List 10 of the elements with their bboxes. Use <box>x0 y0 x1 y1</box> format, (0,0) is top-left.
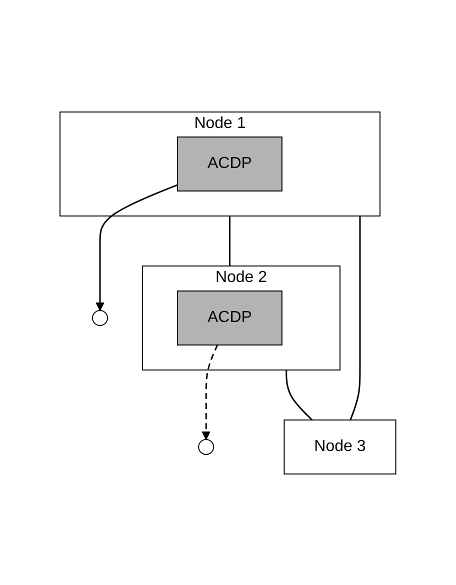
arrow <box>202 344 218 440</box>
connector <box>350 216 361 420</box>
node-ellipse <box>92 310 108 326</box>
node-ellipse <box>198 438 214 454</box>
node-box: ACDP <box>177 290 283 345</box>
connector <box>286 370 313 420</box>
node-box: ACDP <box>177 136 283 191</box>
connector <box>229 216 231 266</box>
node-box: Node 3 <box>284 418 396 474</box>
arrow <box>96 184 178 310</box>
